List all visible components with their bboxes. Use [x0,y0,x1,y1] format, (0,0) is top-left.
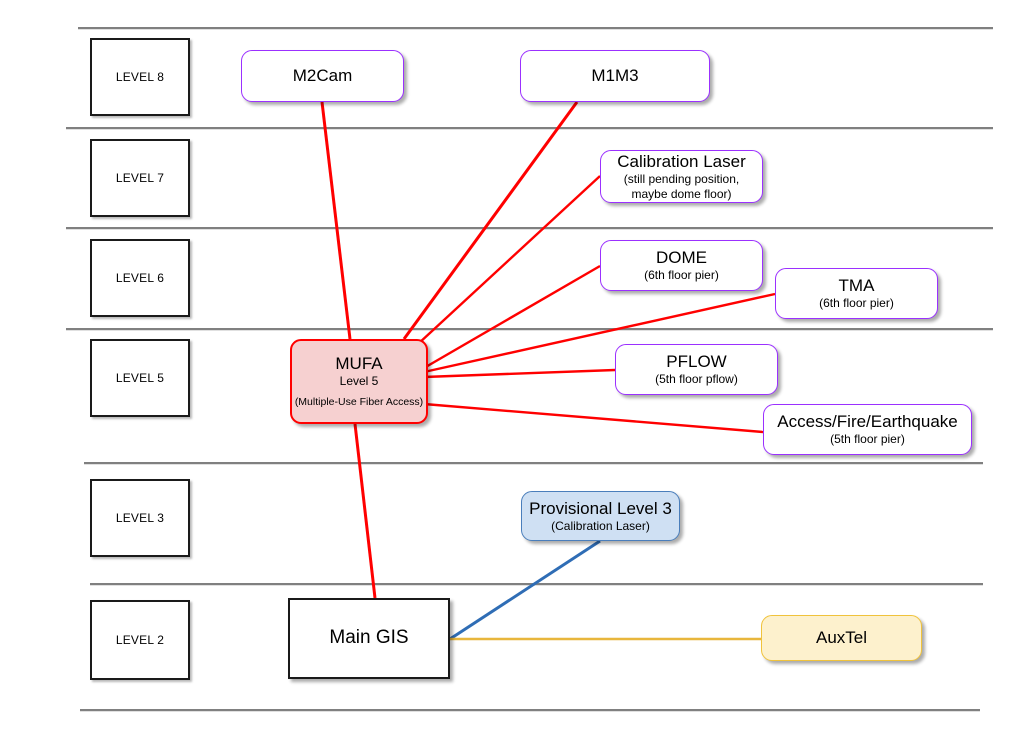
node-title: Provisional Level 3 [529,498,672,518]
node-auxtel[interactable]: AuxTel [761,615,922,661]
node-title: AuxTel [815,627,868,647]
node-main-gis[interactable]: Main GIS [288,598,450,679]
level-label: LEVEL 7 [115,171,165,185]
node-m1m3[interactable]: M1M3 [520,50,710,102]
node-pflow[interactable]: PFLOW(5th floor pflow) [615,344,778,395]
node-subtitle: (still pending position,maybe dome floor… [623,171,740,201]
node-subtitle: (6th floor pier) [644,268,719,283]
node-provisional-level-3[interactable]: Provisional Level 3(Calibration Laser) [521,491,680,541]
node-title: PFLOW [666,352,727,372]
edge-mufa-calibration [417,175,601,345]
divider-above-level-2 [90,583,983,585]
level-box-level-8: LEVEL 8 [90,38,190,116]
node-subtitle: (5th floor pier) [830,432,905,447]
node-subtitle: Level 5 [339,374,379,389]
node-title: M2Cam [292,65,353,85]
node-title: TMA [838,276,875,296]
level-label: LEVEL 2 [115,633,165,647]
level-label: LEVEL 8 [115,70,165,84]
node-calibration-laser[interactable]: Calibration Laser(still pending position… [600,150,763,203]
level-box-level-6: LEVEL 6 [90,239,190,317]
node-title: DOME [656,248,707,268]
divider-bottom [80,709,980,711]
node-caption: (Multiple-Use Fiber Access) [294,396,424,409]
node-subtitle: (Calibration Laser) [551,518,650,533]
level-label: LEVEL 3 [115,511,165,525]
edge-mufa-m2cam [320,101,352,340]
node-dome[interactable]: DOME(6th floor pier) [600,240,763,291]
divider-above-level-8 [78,27,993,29]
edge-mufa-dome [423,264,601,370]
level-box-level-2: LEVEL 2 [90,600,190,680]
node-m2cam[interactable]: M2Cam [241,50,404,102]
node-subtitle: (5th floor pflow) [655,372,738,387]
edge-mufa-m1m3 [402,101,579,340]
node-title: M1M3 [591,65,639,85]
node-title: Access/Fire/Earthquake [777,412,958,432]
node-title: Main GIS [329,627,409,649]
level-box-level-3: LEVEL 3 [90,479,190,557]
node-title: Calibration Laser [617,151,746,171]
level-label: LEVEL 5 [115,371,165,385]
node-access-fire-earthquake[interactable]: Access/Fire/Earthquake(5th floor pier) [763,404,972,455]
node-tma[interactable]: TMA(6th floor pier) [775,268,938,319]
edge-mufa-main-gis [353,423,377,599]
edge-mufa-pflow [423,368,616,379]
node-title: MUFA [335,354,383,374]
edge-main-gis-provisional [449,539,601,641]
divider-above-level-3 [84,462,983,464]
divider-above-level-5 [66,328,993,330]
node-subtitle: (6th floor pier) [819,296,894,311]
edge-mufa-access [423,402,764,434]
level-box-level-5: LEVEL 5 [90,339,190,417]
level-label: LEVEL 6 [115,271,165,285]
divider-above-level-6 [66,227,993,229]
level-box-level-7: LEVEL 7 [90,139,190,217]
divider-above-level-7 [66,127,993,129]
